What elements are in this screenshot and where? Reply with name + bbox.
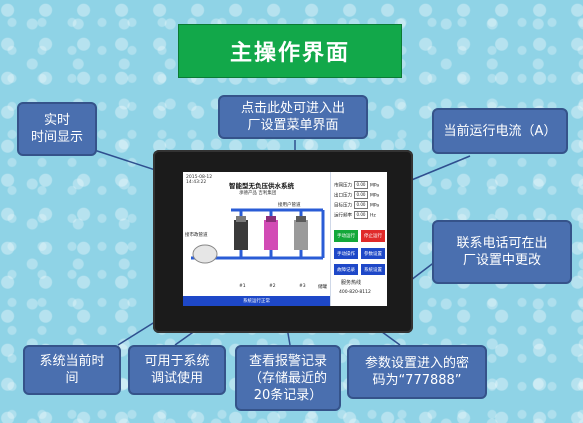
- callout-alarm: 查看报警记录 （存储最近的 20条记录）: [235, 345, 341, 411]
- service-phone: 400-820-8112: [339, 290, 371, 295]
- param-label: 市网压力: [334, 183, 352, 189]
- service-title: 服务热线: [341, 280, 362, 286]
- param-unit: MPa: [370, 183, 380, 189]
- param-label: 出口压力: [334, 193, 352, 199]
- status-bar[interactable]: 系统运行正常: [183, 296, 330, 306]
- tank-icon: [192, 244, 218, 264]
- manual-run-button[interactable]: 手动运行: [334, 230, 358, 242]
- pump-1-icon: [234, 220, 248, 250]
- callout-realtime: 实时 时间显示: [17, 102, 97, 156]
- system-clock[interactable]: 2015-08-12 14:43:22: [186, 175, 213, 185]
- param-value: 0.00: [354, 181, 368, 189]
- param-value: 0.00: [354, 201, 368, 209]
- system-subtitle: 承德产品 吉利集团: [239, 191, 277, 196]
- param-unit: MPa: [370, 203, 380, 209]
- manual-operation-button[interactable]: 手动操作: [334, 248, 358, 259]
- pump-diagram: [191, 208, 325, 264]
- system-settings-button[interactable]: 系统设置: [361, 264, 385, 275]
- callout-phone: 联系电话可在出 厂设置中更改: [432, 220, 572, 284]
- outlet-label: 接用户管道: [278, 203, 301, 208]
- param-settings-button[interactable]: 参数设置: [361, 248, 385, 259]
- param-unit: MPa: [370, 193, 380, 199]
- pump-3-label: #3: [299, 284, 306, 289]
- pump-1-label: #1: [239, 284, 246, 289]
- param-value: 0.00: [354, 211, 368, 219]
- param-label: 运行频率: [334, 213, 352, 219]
- system-title[interactable]: 智能型无负压供水系统: [229, 182, 294, 190]
- inlet-label: 接市政管道: [185, 233, 208, 238]
- pump-3-icon: [294, 220, 308, 250]
- callout-password: 参数设置进入的密 码为“777888”: [347, 345, 487, 399]
- callout-systime: 系统当前时 间: [23, 345, 121, 395]
- tank-label: 储罐: [318, 285, 327, 290]
- page-title: 主操作界面: [178, 24, 402, 78]
- callout-menu: 点击此处可进入出 厂设置菜单界面: [218, 95, 368, 139]
- stop-run-button[interactable]: 停止运行: [361, 230, 385, 242]
- param-label: 目标压力: [334, 203, 352, 209]
- param-unit: Hz: [370, 213, 376, 219]
- callout-current: 当前运行电流（A）: [432, 108, 568, 154]
- param-value: 0.00: [354, 191, 368, 199]
- pump-2-label: #2: [269, 284, 276, 289]
- callout-debug: 可用于系统 调试使用: [128, 345, 226, 395]
- hmi-screen: 2015-08-12 14:43:22 智能型无负压供水系统 承德产品 吉利集团…: [183, 172, 387, 306]
- pump-2-icon: [264, 220, 278, 250]
- alarm-record-button[interactable]: 故障记录: [334, 264, 358, 275]
